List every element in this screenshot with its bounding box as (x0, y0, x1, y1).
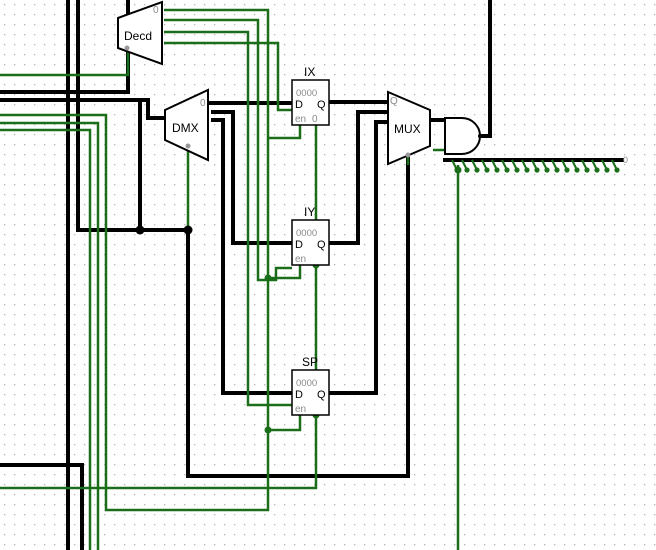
splitter-tap-dot (594, 167, 600, 173)
splitter-tap-dot (514, 167, 520, 173)
register-ix[interactable]: IX 0000 D Q en 0 (291, 65, 330, 126)
decoder-output-pin: 0 (153, 5, 159, 16)
splitter-tap-dot (614, 167, 620, 173)
register-body (291, 79, 330, 126)
splitter-tap-dot (454, 167, 460, 173)
splitter-end-label: 0 (623, 155, 628, 165)
demux-label: DMX (172, 121, 199, 135)
splitter-tap-dot (564, 167, 570, 173)
splitter-tap-dot (574, 167, 580, 173)
register-bits: 0000 (296, 228, 317, 239)
register-name: SP (302, 355, 318, 369)
bus-line-bottom-loop (186, 128, 410, 478)
register-en-bit: 0 (312, 114, 318, 125)
signal-wire-iy-en (268, 265, 302, 280)
signal-wire-3 (164, 30, 292, 407)
register-name: IX (304, 65, 315, 79)
bus-demux-sp (211, 118, 294, 395)
demux-select-pin[interactable] (185, 143, 191, 149)
junction-dot (183, 225, 193, 235)
register-d-pin[interactable]: D (295, 99, 303, 111)
bus-wires (0, 0, 624, 550)
junction-dot (264, 274, 272, 282)
register-en-pin[interactable]: en (295, 254, 306, 265)
register-body (291, 369, 330, 416)
and-gate-body (444, 117, 481, 155)
mux-label: MUX (394, 122, 421, 136)
register-q-pin[interactable]: Q (317, 389, 326, 401)
splitter-tap-dot (534, 167, 540, 173)
register-en-pin[interactable]: en (295, 404, 306, 415)
bus-line-to-demux (0, 98, 167, 120)
register-bits: 0000 (296, 378, 317, 389)
splitter-tap-dot (464, 167, 470, 173)
splitter-tap-dot (524, 167, 530, 173)
demux-body (164, 88, 209, 162)
bus-line-bottom-left (0, 463, 84, 550)
splitter[interactable] (451, 159, 620, 173)
mux[interactable]: MUX Q (387, 90, 431, 166)
mux-select-pin[interactable] (405, 152, 411, 158)
splitter-tap-dot (544, 167, 550, 173)
bus-demux-iy (211, 110, 294, 245)
decoder[interactable]: Decd 0 (117, 0, 163, 66)
signal-wire-decd-sel (0, 50, 130, 77)
splitter-tap-dot (504, 167, 510, 173)
register-sp[interactable]: SP 0000 D Q en (291, 355, 330, 416)
and-gate[interactable] (444, 117, 482, 155)
bus-sp-mux (327, 120, 390, 395)
register-q-pin[interactable]: Q (317, 239, 326, 251)
demux[interactable]: DMX 0 (164, 88, 209, 162)
splitter-tap-dot (494, 167, 500, 173)
register-en-pin[interactable]: en (295, 114, 306, 125)
register-d-pin[interactable]: D (295, 239, 303, 251)
demux-output-pin: 0 (200, 98, 206, 109)
bus-iy-mux (327, 110, 390, 245)
register-q-pin[interactable]: Q (317, 99, 326, 111)
splitter-tap-dot (474, 167, 480, 173)
junction-dot (135, 225, 145, 235)
decoder-label: Decd (124, 29, 152, 43)
splitter-tap-dot (484, 167, 490, 173)
signal-wire-sp-en (268, 415, 302, 432)
mux-output-pin: Q (390, 96, 398, 107)
register-body (291, 219, 330, 266)
signal-wire-4 (164, 41, 292, 112)
and-gate-output-pin (478, 134, 482, 138)
signal-wire-5 (0, 121, 100, 550)
splitter-tap-dot (554, 167, 560, 173)
junction-dot (264, 426, 272, 434)
signal-wire-ix-en (268, 123, 302, 140)
mux-body (387, 90, 431, 166)
splitter-tap-dot (584, 167, 590, 173)
register-d-pin[interactable]: D (295, 389, 303, 401)
register-name: IY (304, 205, 315, 219)
register-bits: 0000 (296, 88, 317, 99)
signal-wire-1 (0, 8, 270, 512)
decoder-select-pin[interactable] (124, 45, 130, 51)
signal-wire-6 (0, 128, 92, 550)
splitter-tap-dot (604, 167, 610, 173)
register-iy[interactable]: IY 0000 D Q en (291, 205, 330, 266)
